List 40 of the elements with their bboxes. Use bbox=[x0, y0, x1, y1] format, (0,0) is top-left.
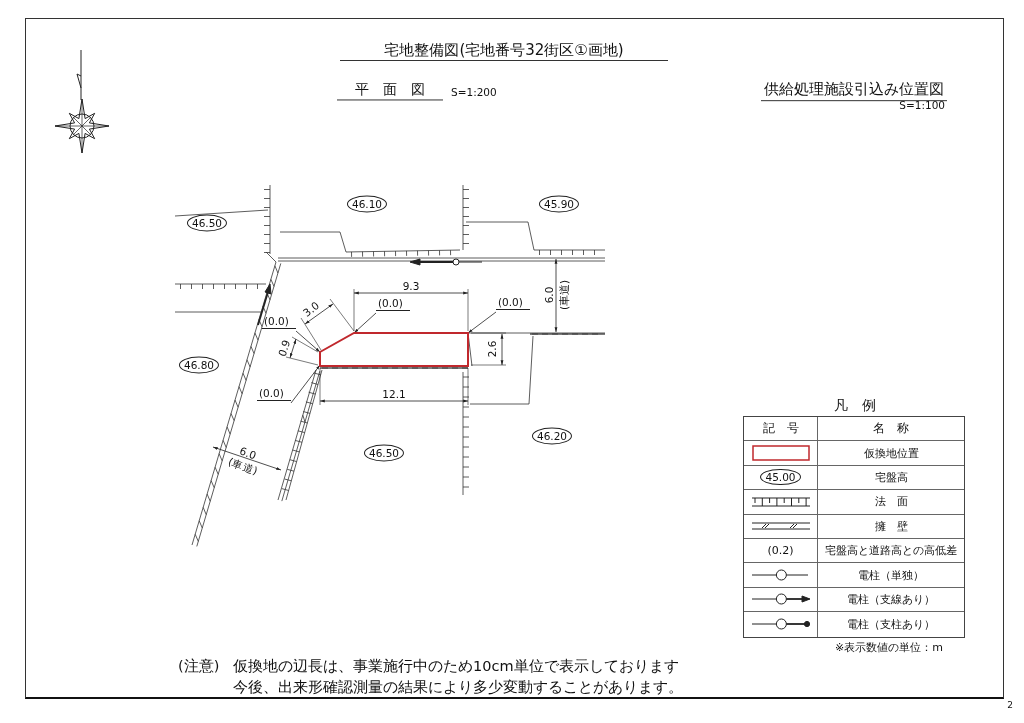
dimension-text: (車道) bbox=[557, 279, 571, 311]
elevation-oval: 46.80 bbox=[178, 356, 220, 374]
label-text: 凡 例 bbox=[834, 396, 876, 414]
table-header: 記 号 bbox=[762, 421, 799, 437]
legend-text: 仮換地位置 bbox=[863, 445, 919, 461]
legend-text: 宅盤高と道路高との高低差 bbox=[825, 543, 957, 559]
elevation-oval: 46.20 bbox=[531, 427, 573, 445]
label-text: ※表示数値の単位：m bbox=[835, 641, 943, 655]
legend-sample-text: (0.2) bbox=[767, 544, 794, 558]
note-text: 今後、出来形確認測量の結果により多少変動することがあります。 bbox=[233, 678, 683, 696]
label-text: 2 bbox=[1007, 699, 1013, 711]
legend-text: 擁 壁 bbox=[874, 518, 908, 534]
dimension-text: 6.0 bbox=[542, 286, 556, 304]
elevation-oval: 45.90 bbox=[538, 195, 580, 213]
dimension-text: 0.9 bbox=[275, 338, 293, 358]
height-difference-label: (0.0) bbox=[262, 315, 296, 329]
legend-text: 電柱（支柱あり） bbox=[847, 616, 935, 632]
height-difference-label: (0.0) bbox=[496, 296, 530, 310]
note-text: (注意) bbox=[178, 657, 220, 675]
dimension-text: 2.6 bbox=[485, 340, 499, 358]
legend-text: 電柱（単独） bbox=[858, 567, 924, 583]
legend-text: 法 面 bbox=[874, 494, 908, 510]
heading: 平 面 図 bbox=[337, 81, 443, 101]
legend-text: 電柱（支線あり） bbox=[847, 591, 935, 607]
lot-outline bbox=[320, 333, 468, 366]
elevation-oval: 46.50 bbox=[186, 214, 228, 232]
dimension-text: 9.3 bbox=[402, 279, 420, 293]
legend-text: 宅盤高 bbox=[874, 469, 908, 485]
note-text: 仮換地の辺長は、事業施行中のため10cm単位で表示しております bbox=[233, 657, 679, 675]
table-header: 名 称 bbox=[873, 421, 909, 437]
height-difference-label: (0.0) bbox=[257, 387, 291, 401]
elevation-oval: 46.50 bbox=[363, 444, 405, 462]
diagram-title: 宅地整備図(宅地番号32街区①画地) bbox=[340, 40, 668, 61]
height-difference-label: (0.0) bbox=[376, 297, 410, 311]
label-text: S=1:200 bbox=[451, 85, 497, 99]
dimension-text: 12.1 bbox=[382, 387, 406, 401]
dimension-text: 3.0 bbox=[300, 299, 322, 319]
heading: 供給処理施設引込み位置図 bbox=[761, 81, 947, 101]
label-text: S=1:100 bbox=[899, 98, 945, 112]
elevation-oval: 46.10 bbox=[346, 195, 388, 213]
